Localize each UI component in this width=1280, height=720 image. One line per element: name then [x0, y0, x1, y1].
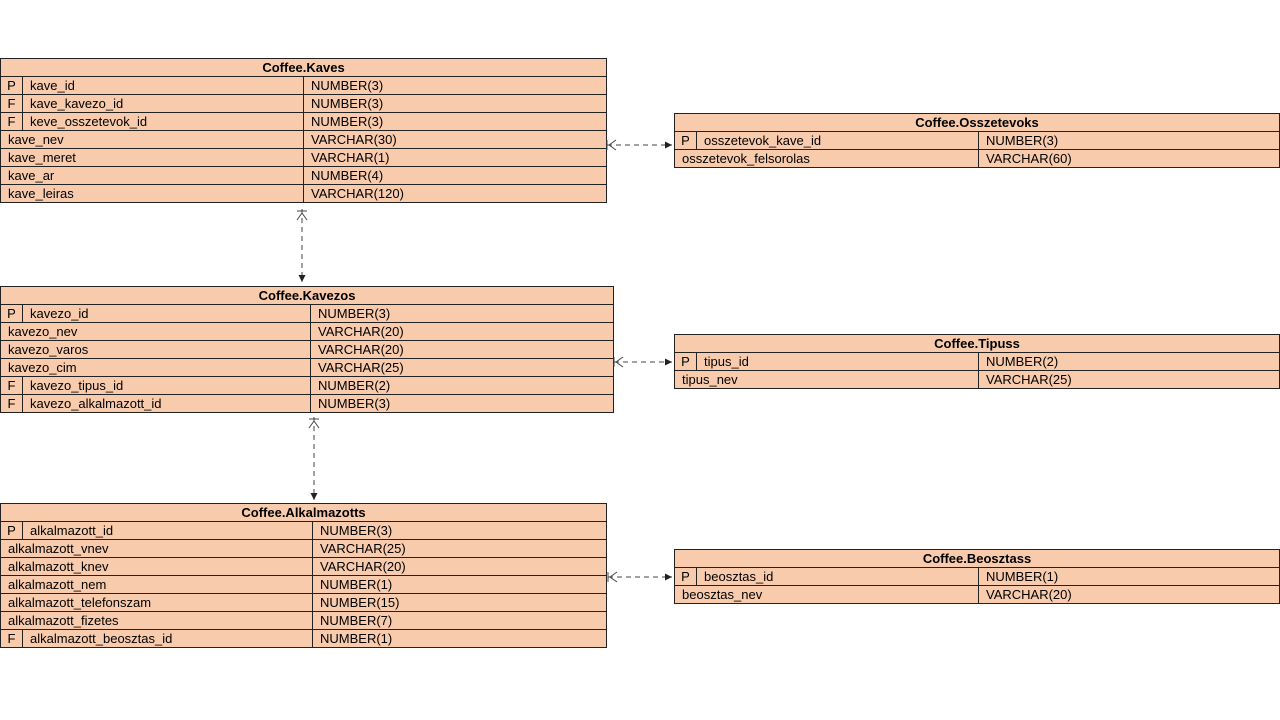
column-name: alkalmazott_fizetes [0, 611, 313, 630]
link-alkalmazotts-beosztass [607, 571, 672, 583]
column-type: NUMBER(4) [302, 166, 608, 185]
link-kavezos-alkalmazotts [308, 417, 320, 500]
column-type: VARCHAR(30) [302, 130, 608, 149]
link-kaves-osszetevoks [606, 139, 672, 151]
column-name: kave_leiras [0, 184, 304, 203]
column-name: kave_meret [0, 148, 304, 167]
column-name: alkalmazott_vnev [0, 539, 313, 558]
column-type: NUMBER(3) [309, 394, 615, 413]
column-name: tipus_nev [674, 370, 979, 389]
link-kaves-kavezos [296, 209, 308, 282]
column-name: osszetevok_felsorolas [674, 149, 979, 168]
link-kavezos-tipuss [613, 356, 672, 368]
column-type: NUMBER(1) [312, 629, 607, 648]
column-type: VARCHAR(20) [977, 585, 1280, 604]
column-type: VARCHAR(25) [309, 358, 615, 377]
column-type: NUMBER(2) [978, 352, 1280, 371]
column-type: NUMBER(3) [302, 112, 608, 131]
column-name: beosztas_nev [674, 585, 979, 604]
column-type: VARCHAR(120) [302, 184, 608, 203]
table-title: Coffee.Kavezos [0, 286, 615, 305]
column-type: NUMBER(3) [977, 131, 1280, 150]
column-type: VARCHAR(25) [978, 370, 1280, 389]
column-type: VARCHAR(60) [977, 149, 1280, 168]
column-type: NUMBER(3) [302, 94, 608, 113]
key-marker: F [0, 629, 23, 648]
column-name: keve_osszetevok_id [22, 112, 304, 131]
column-name: alkalmazott_beosztas_id [22, 629, 313, 648]
